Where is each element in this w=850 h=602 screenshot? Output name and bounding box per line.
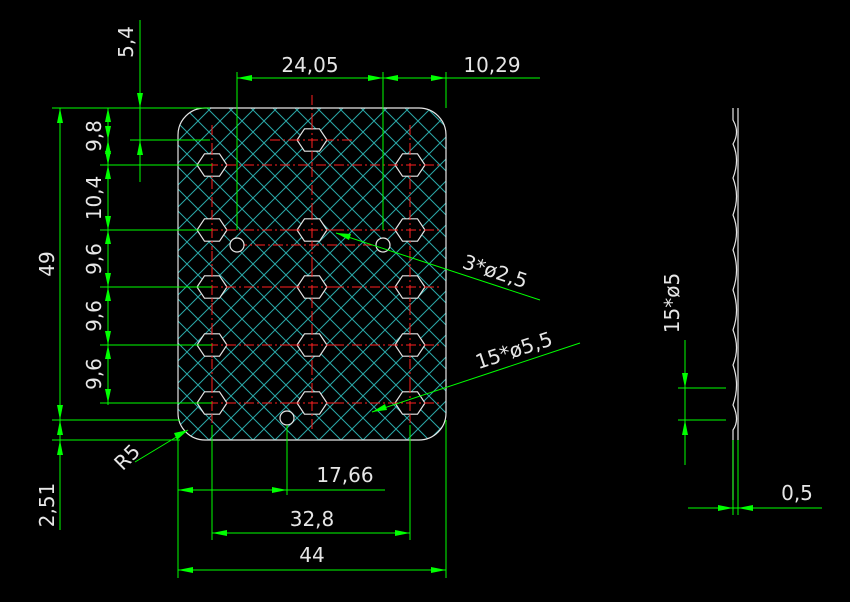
small-holes <box>229 237 391 426</box>
small-hole <box>229 237 245 253</box>
dim-right-offset: 10,29 <box>383 53 540 108</box>
plate-outline <box>177 107 447 441</box>
dim-hole-span: 32,8 <box>211 425 411 540</box>
dim-text: 24,05 <box>281 53 338 77</box>
dim-total-height: 49 <box>35 107 180 421</box>
dim-text: 9,6 <box>82 300 106 332</box>
dim-side-holes: 15*ø5 <box>660 273 726 465</box>
dim-text: 5,4 <box>114 26 138 58</box>
dim-text: 15*ø5 <box>660 273 684 333</box>
dim-bottom-hole-offset: 17,66 <box>177 425 385 578</box>
dim-text: 9,6 <box>82 243 106 275</box>
dim-hole-pitch-top: 24,05 <box>236 53 384 230</box>
side-view: 15*ø5 0,5 <box>660 108 822 515</box>
dim-total-width: 44 <box>178 420 447 578</box>
dim-corner-radius: R5 <box>109 429 189 475</box>
dim-text: 9,8 <box>82 120 106 152</box>
dim-text: 17,66 <box>316 463 373 487</box>
dim-bottom-gap: 2,51 <box>35 395 180 530</box>
dim-text: 10,29 <box>463 53 520 77</box>
dim-text: 32,8 <box>290 507 335 531</box>
dim-text: 2,51 <box>35 483 59 528</box>
callout-text: 3*ø2,5 <box>460 250 531 293</box>
dim-text: 44 <box>299 543 324 567</box>
dim-vertical-chain: 9,8 10,4 9,6 9,6 9,6 <box>82 108 212 405</box>
dim-text: 10,4 <box>82 176 106 221</box>
dim-text: 9,6 <box>82 358 106 390</box>
dim-text: R5 <box>109 439 145 475</box>
dim-thickness: 0,5 <box>688 440 822 515</box>
small-hole <box>279 410 295 426</box>
front-view: 24,05 10,29 5,4 49 <box>35 20 581 578</box>
side-profile <box>732 108 738 500</box>
dim-text: 0,5 <box>781 481 813 505</box>
dim-text: 49 <box>35 251 59 276</box>
small-hole <box>375 237 391 253</box>
callout-text: 15*ø5,5 <box>472 327 555 374</box>
